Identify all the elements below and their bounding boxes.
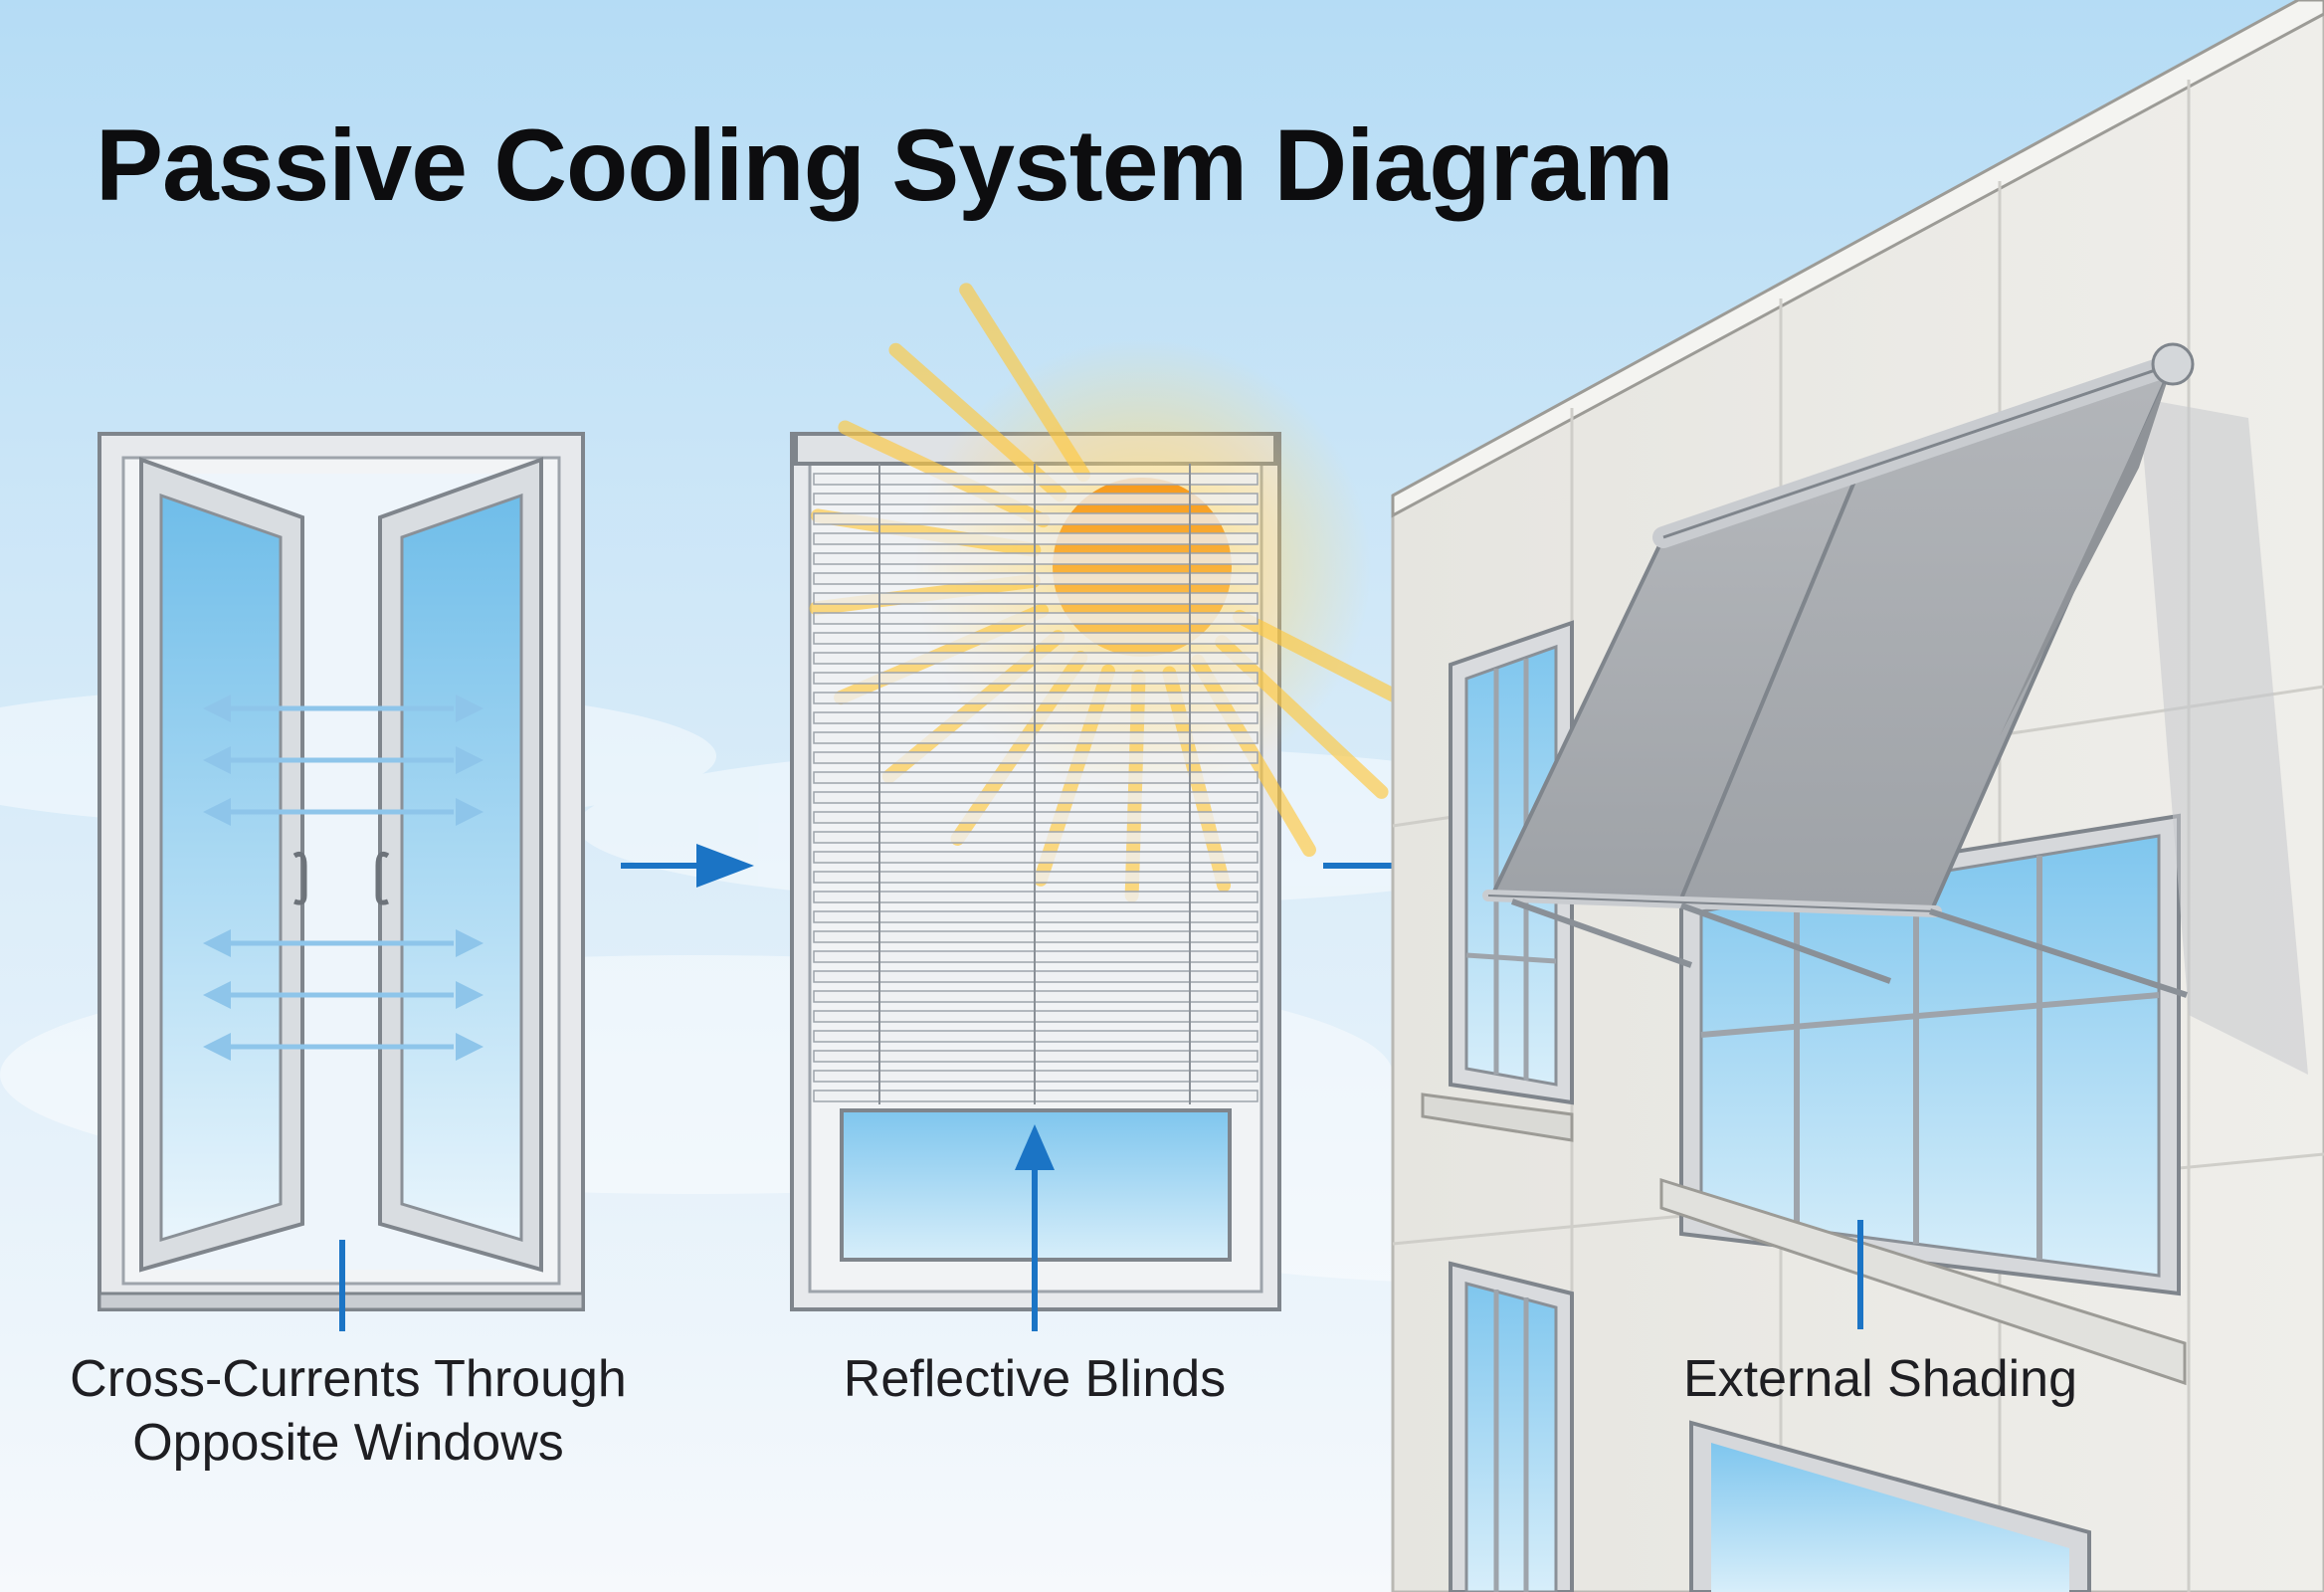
airflow-arrows: [203, 695, 484, 1061]
double-arrow-icon: [203, 1033, 484, 1061]
double-arrow-icon: [203, 929, 484, 957]
label-line: Opposite Windows: [132, 1414, 564, 1472]
awning-shadow: [2139, 398, 2308, 1075]
casement-window: [97, 432, 585, 1311]
external-awning: [1482, 342, 2195, 998]
diagram-title: Passive Cooling System Diagram: [96, 108, 1674, 222]
double-arrow-icon: [203, 798, 484, 826]
double-arrow-icon: [203, 746, 484, 774]
label-line: External Shading: [1682, 1350, 2078, 1408]
window-handle-right: [375, 851, 390, 905]
label-cross-currents: Cross-Currents Through Opposite Windows: [40, 1347, 657, 1475]
label-line: Reflective Blinds: [843, 1350, 1227, 1408]
label-line: Cross-Currents Through: [70, 1350, 627, 1408]
double-arrow-icon: [203, 981, 484, 1009]
label-reflective-blinds: Reflective Blinds: [796, 1347, 1273, 1411]
double-arrow-icon: [203, 695, 484, 722]
blinds-pointer-arrow: [1015, 1124, 1055, 1331]
window-handle-left: [292, 851, 307, 905]
flow-arrow-icon: [621, 844, 754, 888]
label-external-shading: External Shading: [1632, 1347, 2129, 1411]
